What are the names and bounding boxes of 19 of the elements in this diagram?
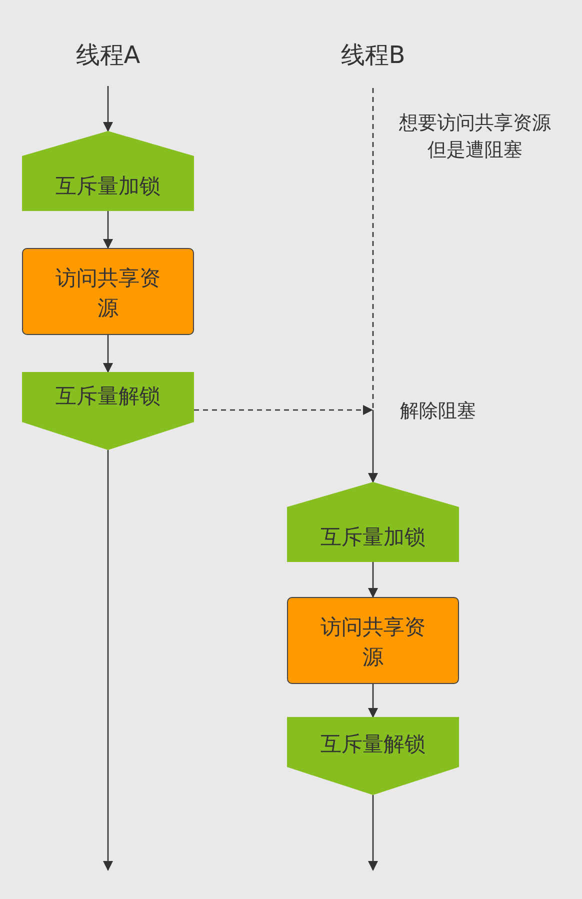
- unlock-pentagon: 互斥量解锁: [22, 372, 194, 450]
- arrow: [368, 410, 378, 483]
- process-box: 访问共享资源: [22, 248, 194, 335]
- thread-title: 线程A: [58, 38, 158, 86]
- process-box: 访问共享资源: [287, 597, 459, 684]
- thread-title: 线程B: [323, 38, 423, 88]
- dashed-arrow: [194, 405, 373, 415]
- arrow: [103, 335, 113, 373]
- note-text: 想要访问共享资源但是遭阻塞: [398, 111, 552, 163]
- lock-pentagon: 互斥量加锁: [22, 131, 194, 211]
- lock-pentagon: 互斥量加锁: [287, 482, 459, 562]
- arrow: [103, 211, 113, 249]
- note-text: 解除阻塞: [399, 399, 477, 424]
- arrow: [368, 795, 378, 871]
- arrow: [103, 450, 113, 871]
- arrow: [368, 684, 378, 718]
- arrow: [103, 86, 113, 132]
- unlock-pentagon: 互斥量解锁: [287, 717, 459, 795]
- arrow: [368, 562, 378, 598]
